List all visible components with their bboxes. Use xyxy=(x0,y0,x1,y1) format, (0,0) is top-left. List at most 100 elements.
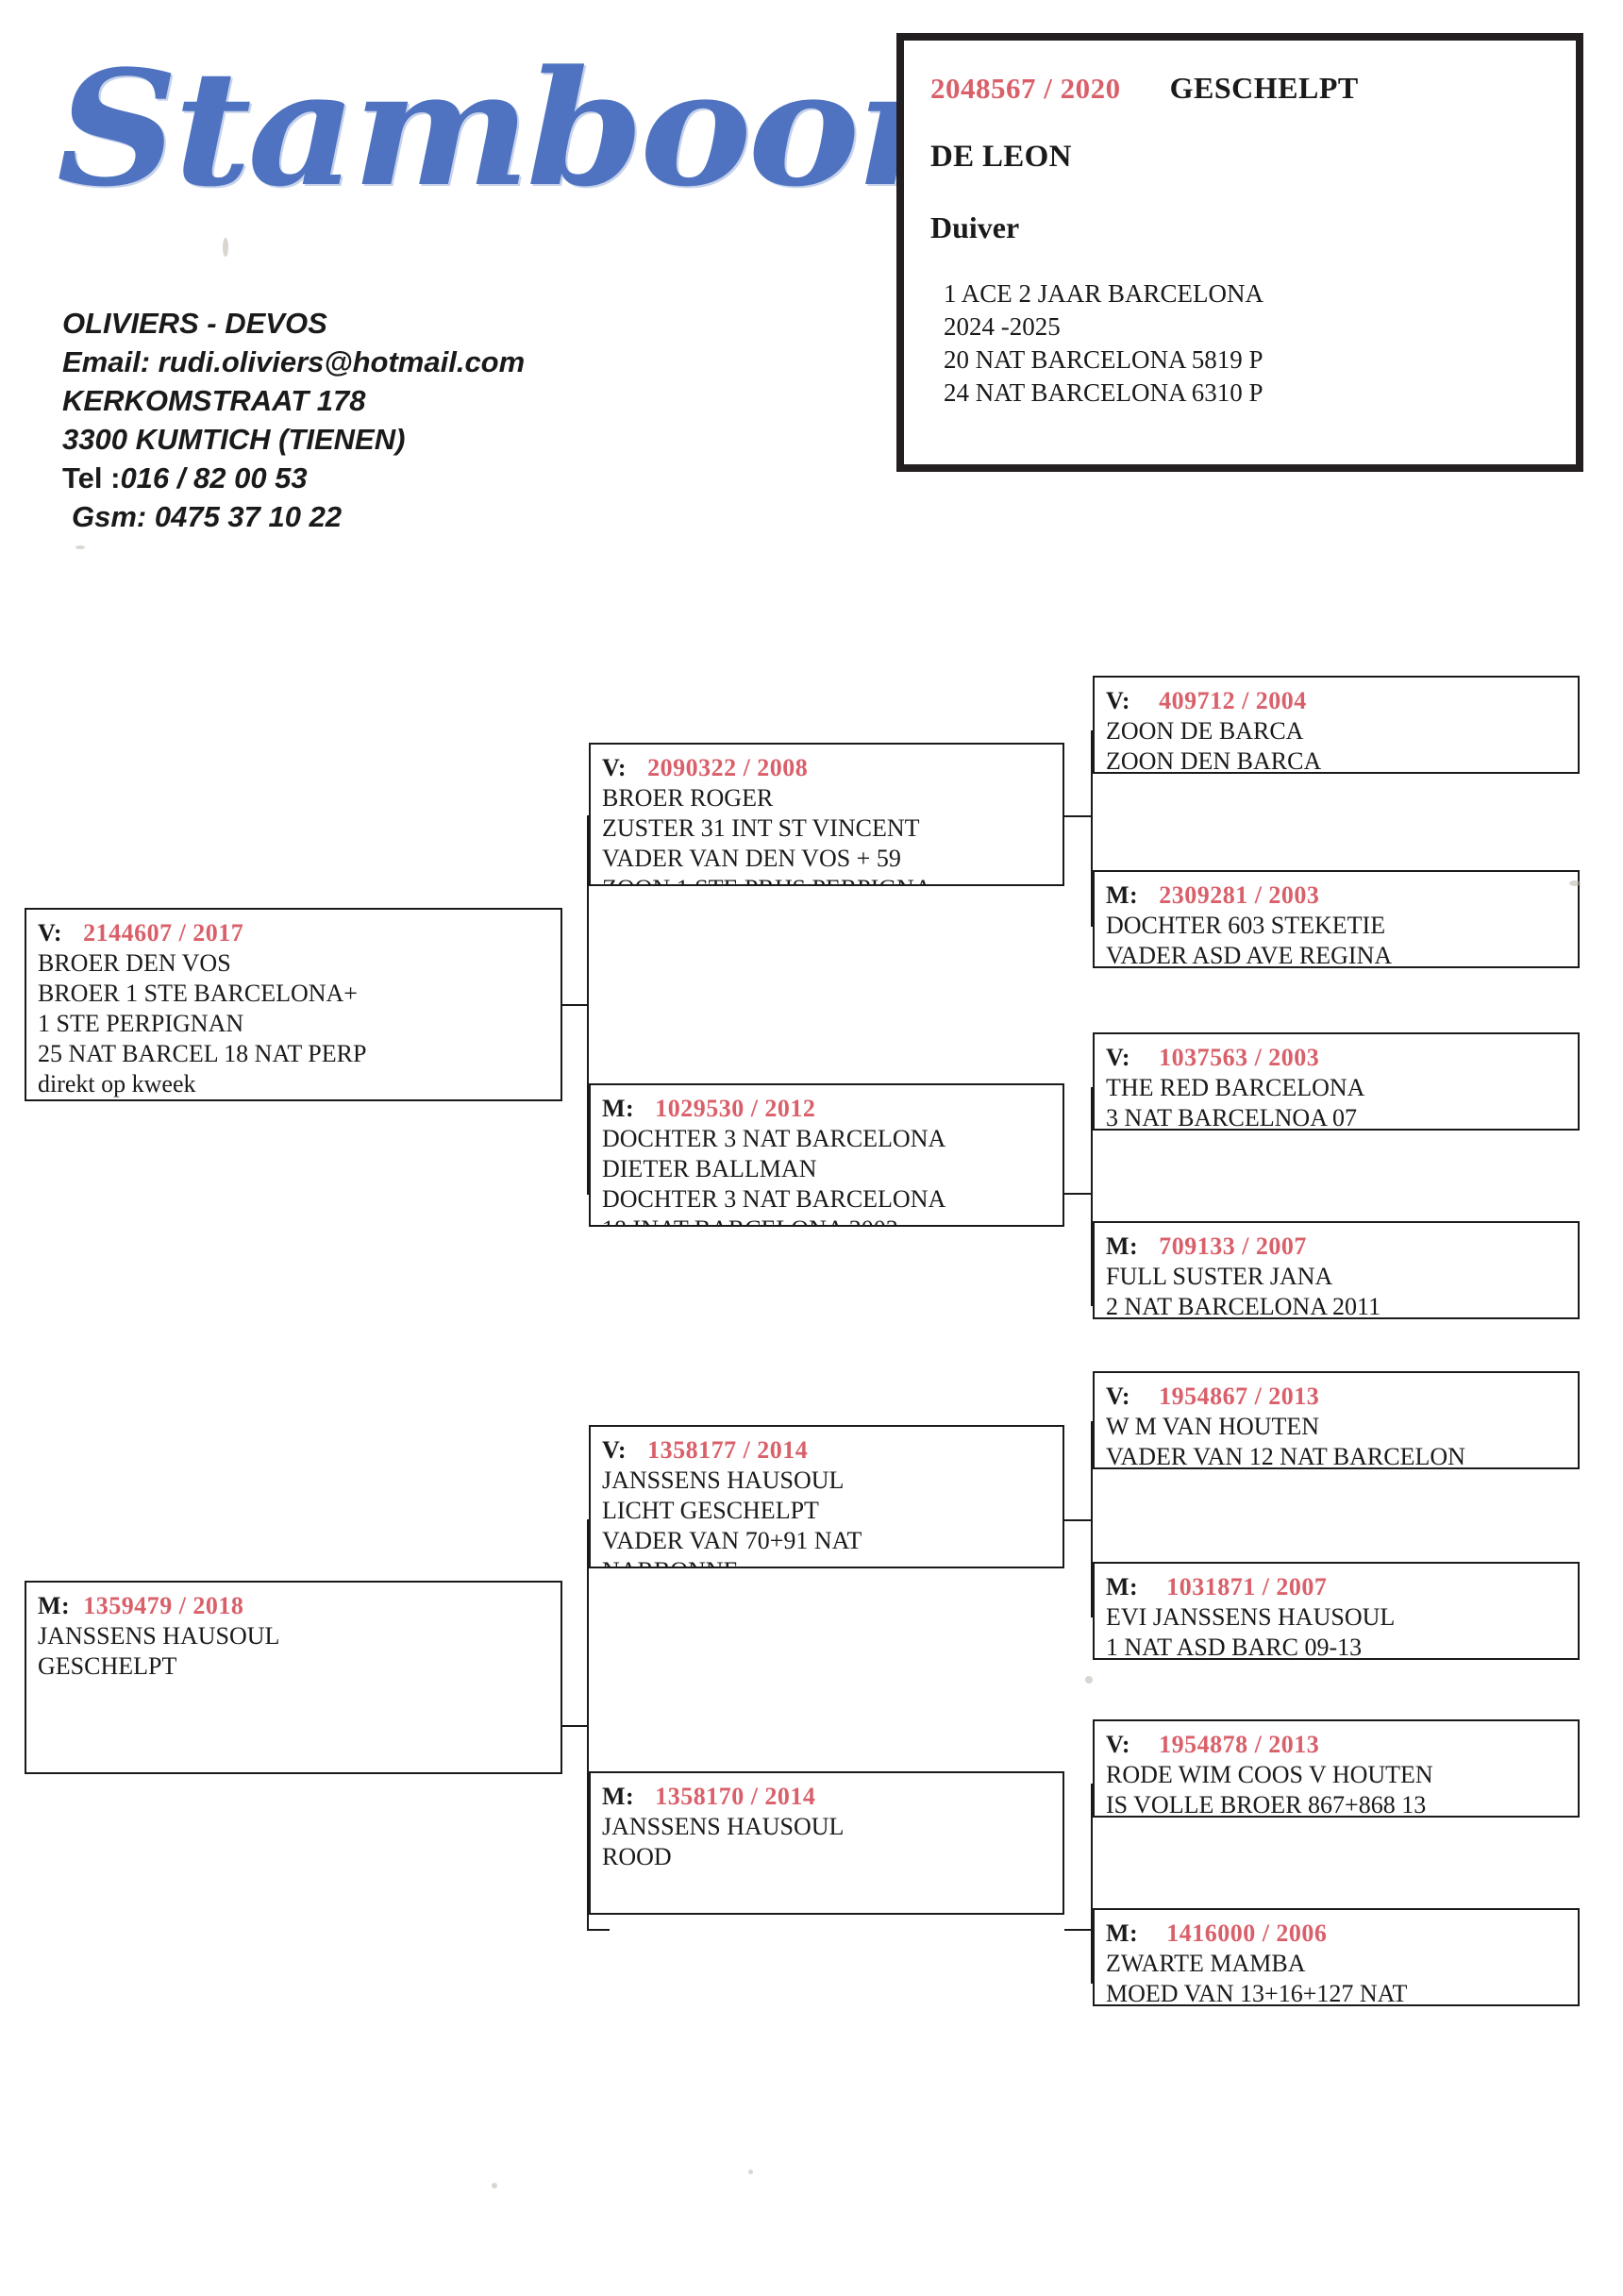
connector xyxy=(561,1725,589,1727)
ring-number: 1359479 / 2018 xyxy=(83,1592,244,1619)
connector xyxy=(1064,1929,1093,1931)
ped-head: V:1954867 / 2013 xyxy=(1106,1381,1566,1412)
ped-head: M:1416000 / 2006 xyxy=(1106,1918,1566,1949)
ped-head: V: 1037563 / 2003 xyxy=(1106,1042,1566,1073)
sex-label: V: xyxy=(602,754,627,781)
ped-box-sire-sire: V:2090322 / 2008 BROER ROGER ZUSTER 31 I… xyxy=(589,743,1064,886)
stamboom-logo: Stamboom xyxy=(57,34,1034,251)
ped-head: V: 2144607 / 2017 xyxy=(38,917,549,948)
ped-box-dam: M: 1359479 / 2018 JANSSENS HAUSOUL GESCHE… xyxy=(25,1581,562,1774)
ped-line: 25 NAT BARCEL 18 NAT PERP xyxy=(38,1040,367,1067)
owner-email: rudi.oliviers@hotmail.com xyxy=(158,345,526,378)
sex-label: M: xyxy=(1106,1919,1139,1947)
connector xyxy=(561,1004,589,1006)
ped-line: ZOON 1 STE PRIJS PERPIGNA xyxy=(602,874,1051,884)
sex-label: V: xyxy=(1106,1383,1131,1410)
ring-number: 2144607 / 2017 xyxy=(83,919,244,947)
ped-box-g3-6: M: 1031871 / 2007 EVI JANSSENS HAUSOUL 1 … xyxy=(1093,1562,1580,1660)
owner-street: KERKOMSTRAAT 178 xyxy=(62,384,366,417)
ped-line: MOED VAN 13+16+127 NAT xyxy=(1106,1980,1408,2006)
ped-line: ROOD xyxy=(602,1843,672,1870)
sex-label: M: xyxy=(1106,1573,1139,1600)
ped-head: M: 1359479 / 2018 xyxy=(38,1590,549,1621)
ped-line: VADER VAN DEN VOS + 59 xyxy=(602,845,901,872)
ped-line: BROER DEN VOS xyxy=(38,949,231,977)
scan-speckle xyxy=(1569,880,1581,886)
ring-number: 1029530 / 2012 xyxy=(655,1095,816,1122)
ped-line: DOCHTER 603 STEKETIE xyxy=(1106,912,1386,939)
subject-colour: GESCHELPT xyxy=(1169,71,1359,105)
subject-name: DE LEON xyxy=(930,140,1072,174)
ped-box-g3-5: V:1954867 / 2013 W M VAN HOUTEN VADER VA… xyxy=(1093,1371,1580,1469)
ped-line: THE RED BARCELONA xyxy=(1106,1074,1365,1101)
ped-line: NARBONNE xyxy=(602,1556,1051,1567)
ring-number: 709133 / 2007 xyxy=(1159,1232,1307,1260)
palmares-line: 20 NAT BARCELONA 5819 P xyxy=(944,345,1263,374)
owner-tel-label: Tel : xyxy=(62,461,121,494)
ped-box-g3-4: M: 709133 / 2007 FULL SUSTER JANA 2 NAT B… xyxy=(1093,1221,1580,1319)
ped-line: 2 NAT BARCELONA 2011 xyxy=(1106,1293,1381,1319)
owner-email-label: Email: xyxy=(62,345,151,378)
scan-speckle xyxy=(75,545,85,549)
scan-speckle xyxy=(1085,1676,1093,1684)
connector xyxy=(1091,1421,1093,1617)
ped-line: BROER ROGER xyxy=(602,784,774,812)
palmares-line: 24 NAT BARCELONA 6310 P xyxy=(944,378,1263,407)
ped-line: FULL SUSTER JANA xyxy=(1106,1263,1333,1290)
ped-line: DIETER BALLMAN xyxy=(602,1155,817,1182)
ped-line: GESCHELPT xyxy=(38,1652,177,1680)
ring-number: 409712 / 2004 xyxy=(1159,687,1307,714)
ped-head: V:409712 / 2004 xyxy=(1106,685,1566,716)
ped-box-g3-7: V:1954878 / 2013 RODE WIM COOS V HOUTEN … xyxy=(1093,1719,1580,1818)
ring-number: 1031871 / 2007 xyxy=(1166,1573,1328,1600)
ped-line: JANSSENS HAUSOUL xyxy=(38,1622,280,1650)
scan-speckle xyxy=(748,2170,753,2174)
ped-box-g3-8: M:1416000 / 2006 ZWARTE MAMBA MOED VAN 1… xyxy=(1093,1908,1580,2006)
sex-label: V: xyxy=(602,1436,627,1464)
ped-line: 1 NAT ASD BARC 09-13 xyxy=(1106,1634,1363,1660)
subject-header-row: 2048567 / 2020 GESCHELPT xyxy=(930,71,1549,106)
ped-line: 18 INAT BARCELONA 2003 xyxy=(602,1215,1051,1225)
ped-head: M:1358170 / 2014 xyxy=(602,1781,1051,1812)
ped-line: EVI JANSSENS HAUSOUL xyxy=(1106,1603,1396,1631)
connector xyxy=(1064,815,1093,817)
sex-label: M: xyxy=(1106,1232,1139,1260)
ped-line: DOCHTER 3 NAT BARCELONA xyxy=(602,1125,946,1152)
owner-city: 3300 KUMTICH (TIENEN) xyxy=(62,423,406,456)
subject-info-box: 2048567 / 2020 GESCHELPT DE LEON Duiver … xyxy=(896,33,1583,472)
ped-line: W M VAN HOUTEN xyxy=(1106,1413,1320,1440)
scan-speckle xyxy=(223,238,228,257)
ped-box-g3-3: V: 1037563 / 2003 THE RED BARCELONA 3 NAT… xyxy=(1093,1032,1580,1131)
ped-line: ZWARTE MAMBA xyxy=(1106,1950,1306,1977)
ped-head: M: 1031871 / 2007 xyxy=(1106,1571,1566,1602)
ped-head: M:2309281 / 2003 xyxy=(1106,880,1566,911)
connector xyxy=(587,1519,589,1931)
connector xyxy=(587,1929,610,1931)
sex-label: V: xyxy=(1106,1731,1131,1758)
ped-line: ZOON DE BARCA xyxy=(1106,717,1304,745)
ped-line: 1 STE PERPIGNAN xyxy=(38,1010,244,1037)
sex-label: M: xyxy=(38,1592,71,1619)
ped-line: JANSSENS HAUSOUL xyxy=(602,1813,845,1840)
ped-line: ZUSTER 31 INT ST VINCENT xyxy=(602,814,920,842)
connector xyxy=(1064,1519,1093,1521)
subject-sex: Duiver xyxy=(930,210,1020,244)
ring-number: 1358170 / 2014 xyxy=(655,1783,816,1810)
ped-line: direkt op kweek xyxy=(38,1070,196,1098)
palmares-line: 1 ACE 2 JAAR BARCELONA xyxy=(944,279,1264,308)
ped-line: RODE WIM COOS V HOUTEN xyxy=(1106,1761,1433,1788)
ped-line: VADER ASD AVE REGINA xyxy=(1106,942,1393,968)
connector xyxy=(1064,1193,1093,1195)
ped-line: VADER VAN 70+91 NAT xyxy=(602,1527,862,1554)
ring-number: 1037563 / 2003 xyxy=(1159,1044,1320,1071)
ped-line: 3 NAT BARCELNOA 07 xyxy=(1106,1104,1358,1131)
subject-ring-number: 2048567 / 2020 xyxy=(930,72,1121,105)
ring-number: 1358177 / 2014 xyxy=(647,1436,809,1464)
sex-label: V: xyxy=(38,919,63,947)
ped-line: JANSSENS HAUSOUL xyxy=(602,1466,845,1494)
ring-number: 2309281 / 2003 xyxy=(1159,881,1320,909)
owner-gsm: Gsm: 0475 37 10 22 xyxy=(72,500,343,533)
sex-label: V: xyxy=(1106,1044,1131,1071)
